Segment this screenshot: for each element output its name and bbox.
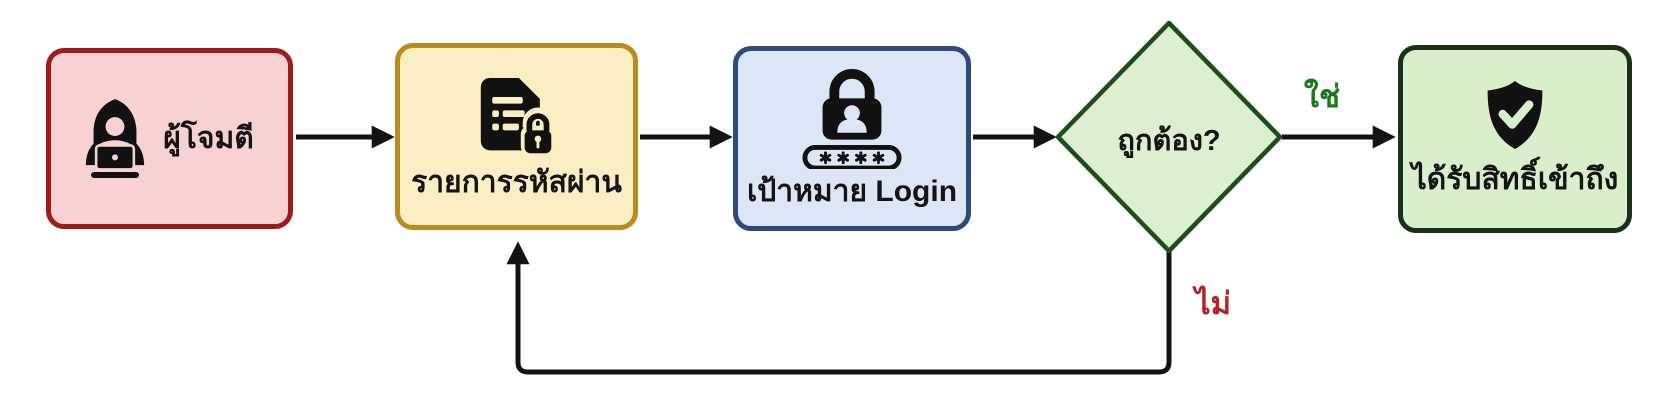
node-access-granted-label: ได้รับสิทธิ์เข้าถึง (1411, 163, 1619, 197)
hacker-laptop-icon (86, 98, 145, 178)
node-login-target-label: เป้าหมาย Login (746, 174, 958, 208)
node-access-granted: ได้รับสิทธิ์เข้าถึง (1398, 45, 1632, 233)
decision-diamond-shape (1055, 20, 1283, 254)
edge-decision-no-loopback (506, 241, 1172, 375)
document-lock-icon (480, 77, 555, 155)
decision-label: ถูกต้อง? (1117, 125, 1221, 157)
lock-user-password-icon (802, 68, 902, 169)
edge-label-no: ไม่ (1194, 286, 1232, 321)
edge-label-yes: ใช่ (1303, 79, 1341, 114)
node-password-list: รายการรหัสผ่าน (395, 43, 638, 230)
node-attacker: ผู้โจมตี (46, 48, 293, 229)
shield-check-icon (1487, 81, 1543, 150)
node-password-list-label: รายการรหัสผ่าน (411, 165, 622, 199)
node-login-target: เป้าหมาย Login (733, 46, 971, 231)
node-attacker-label: ผู้โจมตี (163, 121, 254, 155)
